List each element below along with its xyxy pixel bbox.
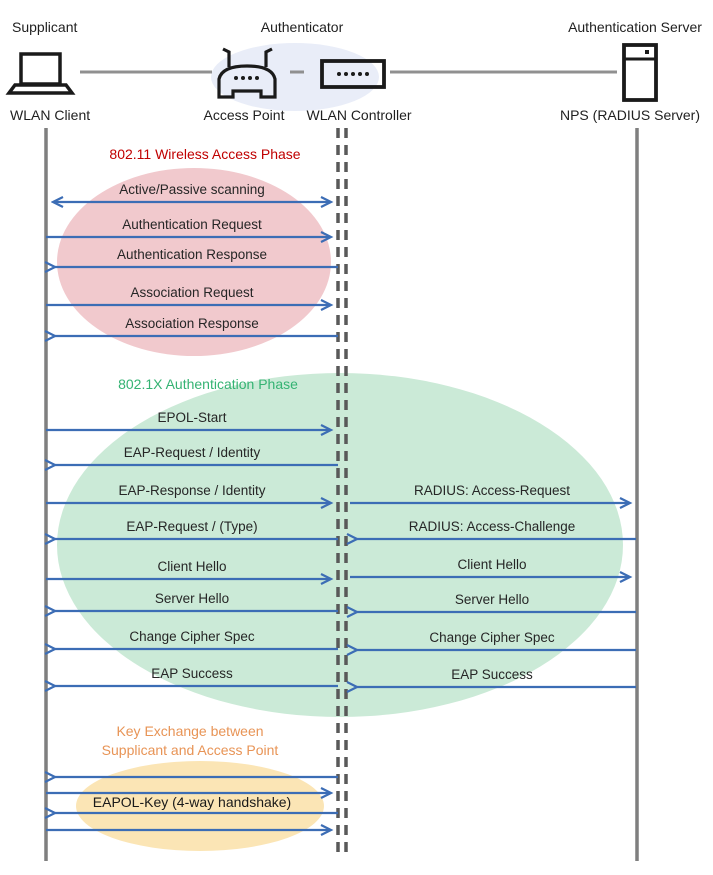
msg-assoc-response: Association Response: [125, 316, 259, 331]
msg-server-hello-right: Server Hello: [454, 592, 530, 607]
phase-title-key-exchange: Key Exchange between Supplicant and Acce…: [40, 722, 340, 760]
msg-change-cipher-left: Change Cipher Spec: [129, 629, 255, 644]
message-arrows-right: [350, 497, 636, 687]
controller-box-icon: [320, 59, 386, 89]
msg-change-cipher-right: Change Cipher Spec: [429, 630, 555, 645]
phase-title-wireless: 802.11 Wireless Access Phase: [109, 146, 301, 162]
msg-client-hello-right: Client Hello: [457, 557, 527, 572]
msg-epol-start: EPOL-Start: [157, 410, 227, 425]
msg-eap-success-right: EAP Success: [451, 667, 533, 682]
dot1x-phase-ellipse: [57, 373, 623, 717]
node-access-point: Access Point: [203, 107, 285, 123]
key-exchange-ellipse: [76, 761, 324, 851]
node-wlan-controller: WLAN Controller: [306, 107, 412, 123]
phase-title-dot1x: 802.1X Authentication Phase: [118, 376, 298, 392]
msg-radius-access-challenge: RADIUS: Access-Challenge: [408, 519, 576, 534]
phase-title-key-exchange-line1: Key Exchange between: [116, 723, 264, 739]
msg-eap-request-type: EAP-Request / (Type): [126, 519, 258, 534]
phase-title-key-exchange-line2: Supplicant and Access Point: [101, 742, 279, 758]
message-arrows-left: [46, 202, 338, 836]
wireless-router-icon: [217, 47, 277, 99]
msg-client-hello-left: Client Hello: [157, 559, 227, 574]
msg-auth-response: Authentication Response: [116, 247, 268, 262]
msg-auth-request: Authentication Request: [122, 217, 262, 232]
msg-assoc-request: Association Request: [130, 285, 254, 300]
msg-scanning: Active/Passive scanning: [119, 182, 265, 197]
role-supplicant: Supplicant: [12, 19, 78, 35]
msg-eapol-key: EAPOL-Key (4-way handshake): [92, 794, 292, 810]
role-authentication-server: Authentication Server: [568, 19, 702, 35]
msg-eap-request-identity: EAP-Request / Identity: [123, 445, 261, 460]
node-wlan-client: WLAN Client: [10, 107, 91, 123]
msg-radius-access-request: RADIUS: Access-Request: [413, 483, 571, 498]
node-nps: NPS (RADIUS Server): [559, 107, 701, 123]
msg-eap-success-left: EAP Success: [151, 666, 233, 681]
role-authenticator: Authenticator: [260, 19, 344, 35]
wireless-phase-ellipse: [57, 168, 331, 356]
server-tower-icon: [622, 43, 658, 102]
laptop-icon: [5, 52, 76, 95]
msg-eap-response-identity: EAP-Response / Identity: [118, 483, 266, 498]
msg-server-hello-left: Server Hello: [154, 591, 230, 606]
